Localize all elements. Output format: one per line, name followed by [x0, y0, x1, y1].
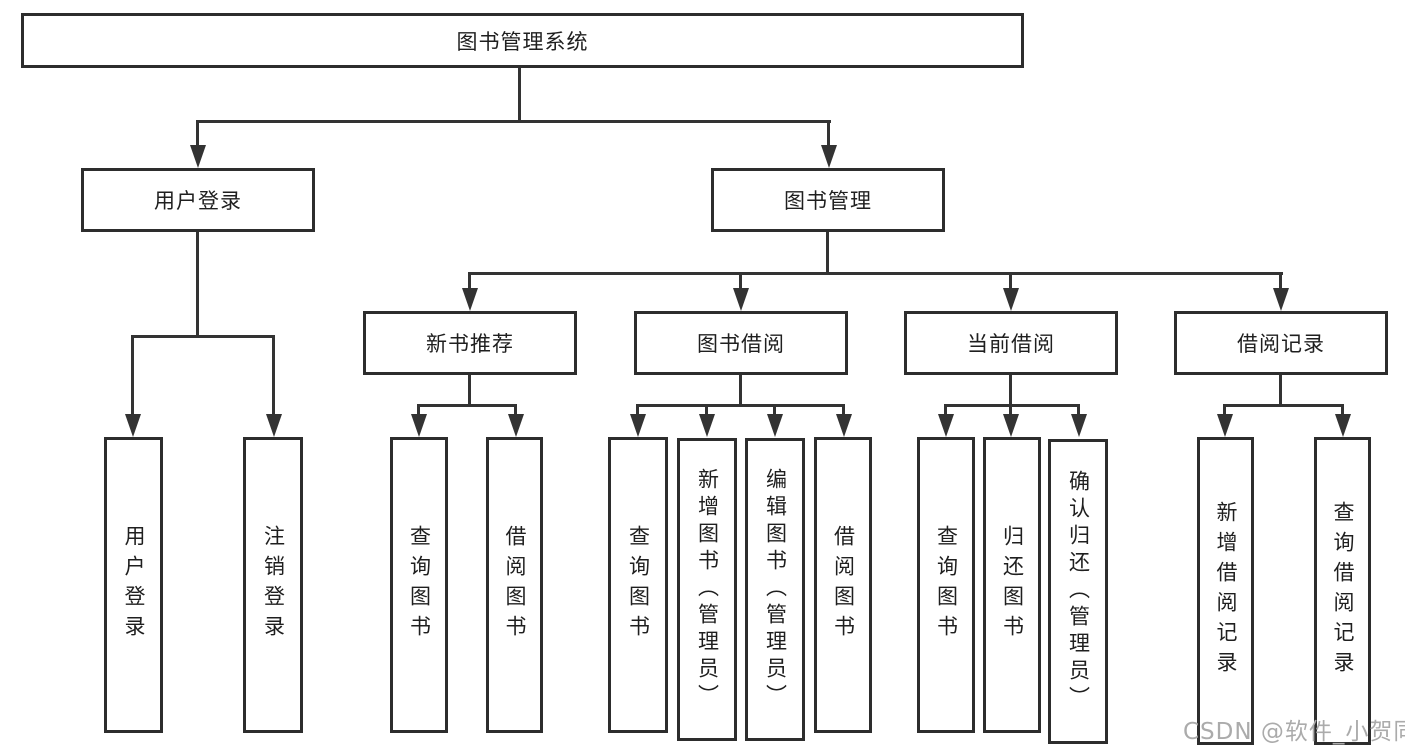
- connector-line: [468, 272, 471, 295]
- connector-line: [944, 404, 947, 419]
- arrowhead-down-icon: [411, 414, 427, 437]
- connector-line: [739, 272, 742, 295]
- arrowhead-down-icon: [733, 288, 749, 311]
- leaf-user-login: 用户登录: [104, 437, 163, 733]
- leaf-logout-label: 注销登录: [261, 525, 286, 645]
- leaf-bb-borrow-books-label: 借阅图书: [831, 525, 856, 645]
- node-book-mgmt: 图书管理: [711, 168, 945, 232]
- connector-line: [636, 404, 639, 419]
- leaf-rec-query-books-label: 查询图书: [407, 525, 432, 645]
- connector-line: [196, 120, 199, 150]
- connector-line: [1279, 375, 1282, 406]
- arrowhead-down-icon: [125, 414, 141, 437]
- csdn-watermark: CSDN @软件_小贺同学: [1183, 719, 1405, 745]
- leaf-cb-query-books: 查询图书: [917, 437, 975, 733]
- arrowhead-down-icon: [190, 145, 206, 168]
- leaf-bb-query-books: 查询图书: [608, 437, 668, 733]
- leaf-bb-add-books-admin: 新增图书（管理员）: [677, 438, 737, 741]
- leaf-cb-confirm-return-admin: 确认归还（管理员）: [1048, 439, 1108, 744]
- arrowhead-down-icon: [1217, 414, 1233, 437]
- connector-line: [1341, 404, 1344, 419]
- connector-line: [705, 404, 708, 419]
- connector-line: [1009, 375, 1012, 406]
- leaf-cb-confirm-return-admin-label: 确认归还（管理员）: [1066, 470, 1091, 713]
- node-root-label: 图书管理系统: [456, 29, 589, 54]
- leaf-bb-edit-books-admin: 编辑图书（管理员）: [745, 438, 805, 741]
- node-new-book-rec: 新书推荐: [363, 311, 577, 375]
- arrowhead-down-icon: [821, 145, 837, 168]
- node-book-borrow-label: 图书借阅: [697, 332, 785, 356]
- node-book-mgmt-label: 图书管理: [784, 189, 872, 213]
- arrowhead-down-icon: [630, 414, 646, 437]
- connector-line: [1223, 404, 1226, 419]
- arrowhead-down-icon: [836, 414, 852, 437]
- leaf-logout: 注销登录: [243, 437, 303, 733]
- connector-line: [1077, 404, 1080, 419]
- leaf-bb-edit-books-admin-label: 编辑图书（管理员）: [763, 468, 788, 711]
- connector-line: [417, 404, 517, 407]
- leaf-bb-add-books-admin-label: 新增图书（管理员）: [695, 468, 720, 711]
- connector-line: [1009, 404, 1012, 419]
- connector-line: [196, 120, 831, 123]
- connector-line: [1009, 272, 1012, 295]
- node-current-borrow-label: 当前借阅: [967, 332, 1055, 356]
- arrowhead-down-icon: [462, 288, 478, 311]
- connector-line: [739, 375, 742, 406]
- node-current-borrow: 当前借阅: [904, 311, 1118, 375]
- leaf-br-add-record-label: 新增借阅记录: [1214, 501, 1238, 681]
- arrowhead-down-icon: [1003, 414, 1019, 437]
- connector-line: [131, 335, 275, 338]
- node-book-borrow: 图书借阅: [634, 311, 848, 375]
- connector-line: [468, 272, 1283, 275]
- leaf-cb-return-books-label: 归还图书: [1000, 525, 1025, 645]
- arrowhead-down-icon: [1335, 414, 1351, 437]
- arrowhead-down-icon: [1273, 288, 1289, 311]
- leaf-rec-borrow-books-label: 借阅图书: [503, 525, 527, 645]
- node-new-book-rec-label: 新书推荐: [426, 332, 514, 356]
- node-borrow-record: 借阅记录: [1174, 311, 1388, 375]
- connector-line: [1279, 272, 1282, 295]
- connector-line: [773, 404, 776, 419]
- node-root: 图书管理系统: [21, 13, 1024, 68]
- connector-line: [196, 232, 199, 338]
- connector-line: [417, 404, 420, 419]
- arrowhead-down-icon: [266, 414, 282, 437]
- connector-line: [842, 404, 845, 419]
- connector-line: [1223, 404, 1344, 407]
- connector-line: [131, 335, 134, 419]
- leaf-bb-query-books-label: 查询图书: [626, 525, 651, 645]
- connector-line: [827, 120, 830, 150]
- leaf-user-login-label: 用户登录: [122, 525, 146, 645]
- connector-line: [636, 404, 845, 407]
- arrowhead-down-icon: [938, 414, 954, 437]
- leaf-br-add-record: 新增借阅记录: [1197, 437, 1254, 745]
- leaf-bb-borrow-books: 借阅图书: [814, 437, 872, 733]
- node-user-login: 用户登录: [81, 168, 315, 232]
- node-borrow-record-label: 借阅记录: [1237, 332, 1325, 356]
- connector-line: [944, 404, 1080, 407]
- connector-line: [468, 375, 471, 406]
- node-user-login-label: 用户登录: [154, 189, 242, 213]
- arrowhead-down-icon: [508, 414, 524, 437]
- leaf-cb-query-books-label: 查询图书: [934, 525, 959, 645]
- leaf-br-query-record: 查询借阅记录: [1314, 437, 1371, 745]
- arrowhead-down-icon: [699, 414, 715, 437]
- leaf-rec-borrow-books: 借阅图书: [486, 437, 543, 733]
- leaf-rec-query-books: 查询图书: [390, 437, 448, 733]
- arrowhead-down-icon: [1071, 414, 1087, 437]
- connector-line: [518, 68, 521, 122]
- leaf-cb-return-books: 归还图书: [983, 437, 1041, 733]
- connector-line: [272, 335, 275, 419]
- connector-line: [826, 232, 829, 274]
- arrowhead-down-icon: [1003, 288, 1019, 311]
- arrowhead-down-icon: [767, 414, 783, 437]
- connector-line: [514, 404, 517, 419]
- leaf-br-query-record-label: 查询借阅记录: [1331, 501, 1355, 681]
